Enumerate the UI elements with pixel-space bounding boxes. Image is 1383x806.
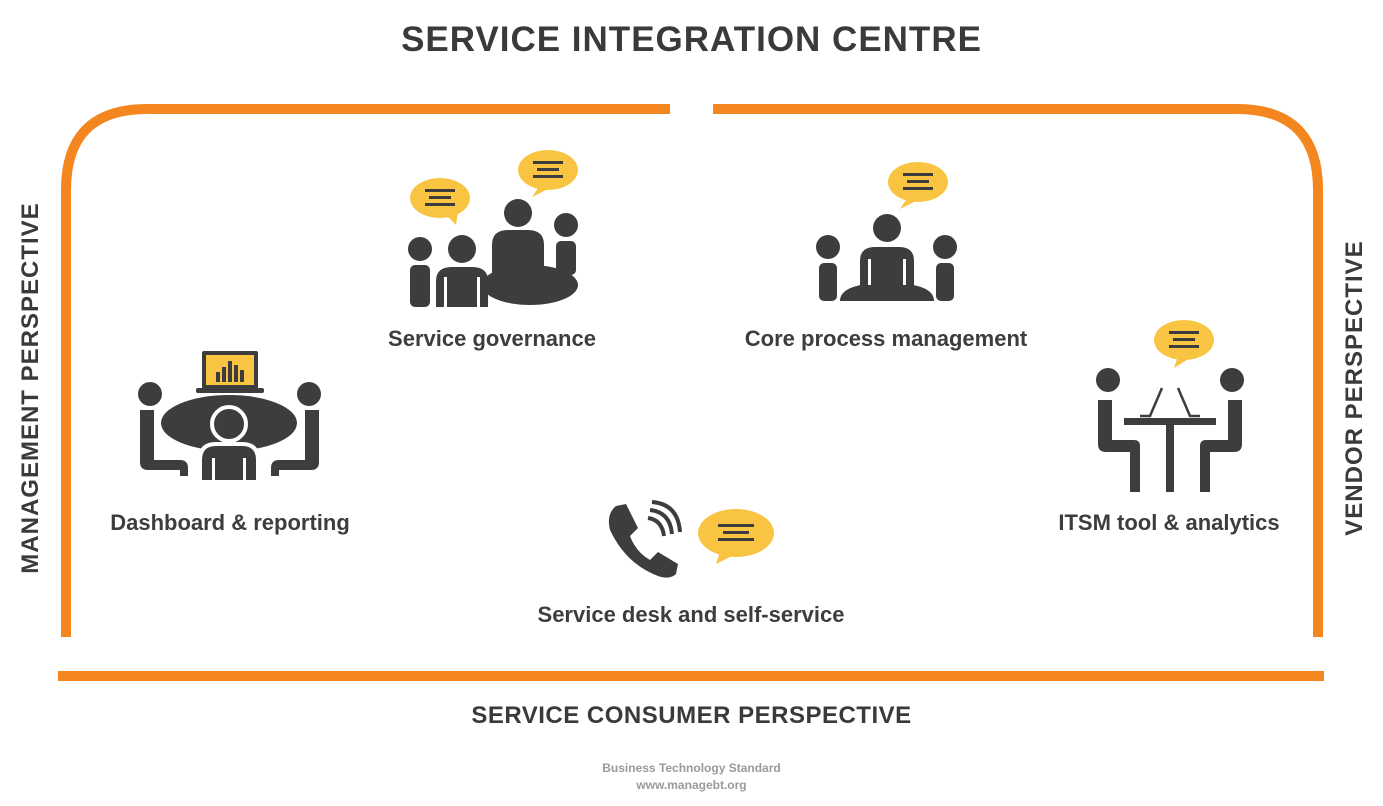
dashboard-reporting-icon [138,351,321,484]
service-governance-icon [408,150,578,307]
speech-bubble-icon [698,509,774,564]
footer-website: www.managebt.org [636,778,747,792]
speech-bubble-icon [888,162,948,209]
service-governance-label: Service governance [388,326,596,351]
service-consumer-perspective-label: SERVICE CONSUMER PERSPECTIVE [471,702,912,729]
service-desk-self-service-label: Service desk and self-service [537,602,845,627]
phone-icon [608,500,682,578]
vendor-perspective-label: VENDOR PERSPECTIVE [1341,240,1368,536]
core-process-management-icon [816,162,957,301]
service-desk-icon [608,500,774,578]
diagram-title: SERVICE INTEGRATION CENTRE [401,20,982,59]
core-process-management-label: Core process management [744,326,1028,351]
footer-org-name: Business Technology Standard [602,761,781,775]
speech-bubble-icon [518,150,578,197]
itsm-tool-analytics-label: ITSM tool & analytics [1058,510,1280,535]
dashboard-reporting-label: Dashboard & reporting [110,510,350,535]
management-perspective-label: MANAGEMENT PERSPECTIVE [17,202,44,574]
frame-top-left-arc [61,104,670,637]
speech-bubble-icon [410,178,470,225]
itsm-tool-analytics-icon [1096,320,1244,492]
frame-top-right-arc [713,104,1323,637]
speech-bubble-icon [1154,320,1214,368]
